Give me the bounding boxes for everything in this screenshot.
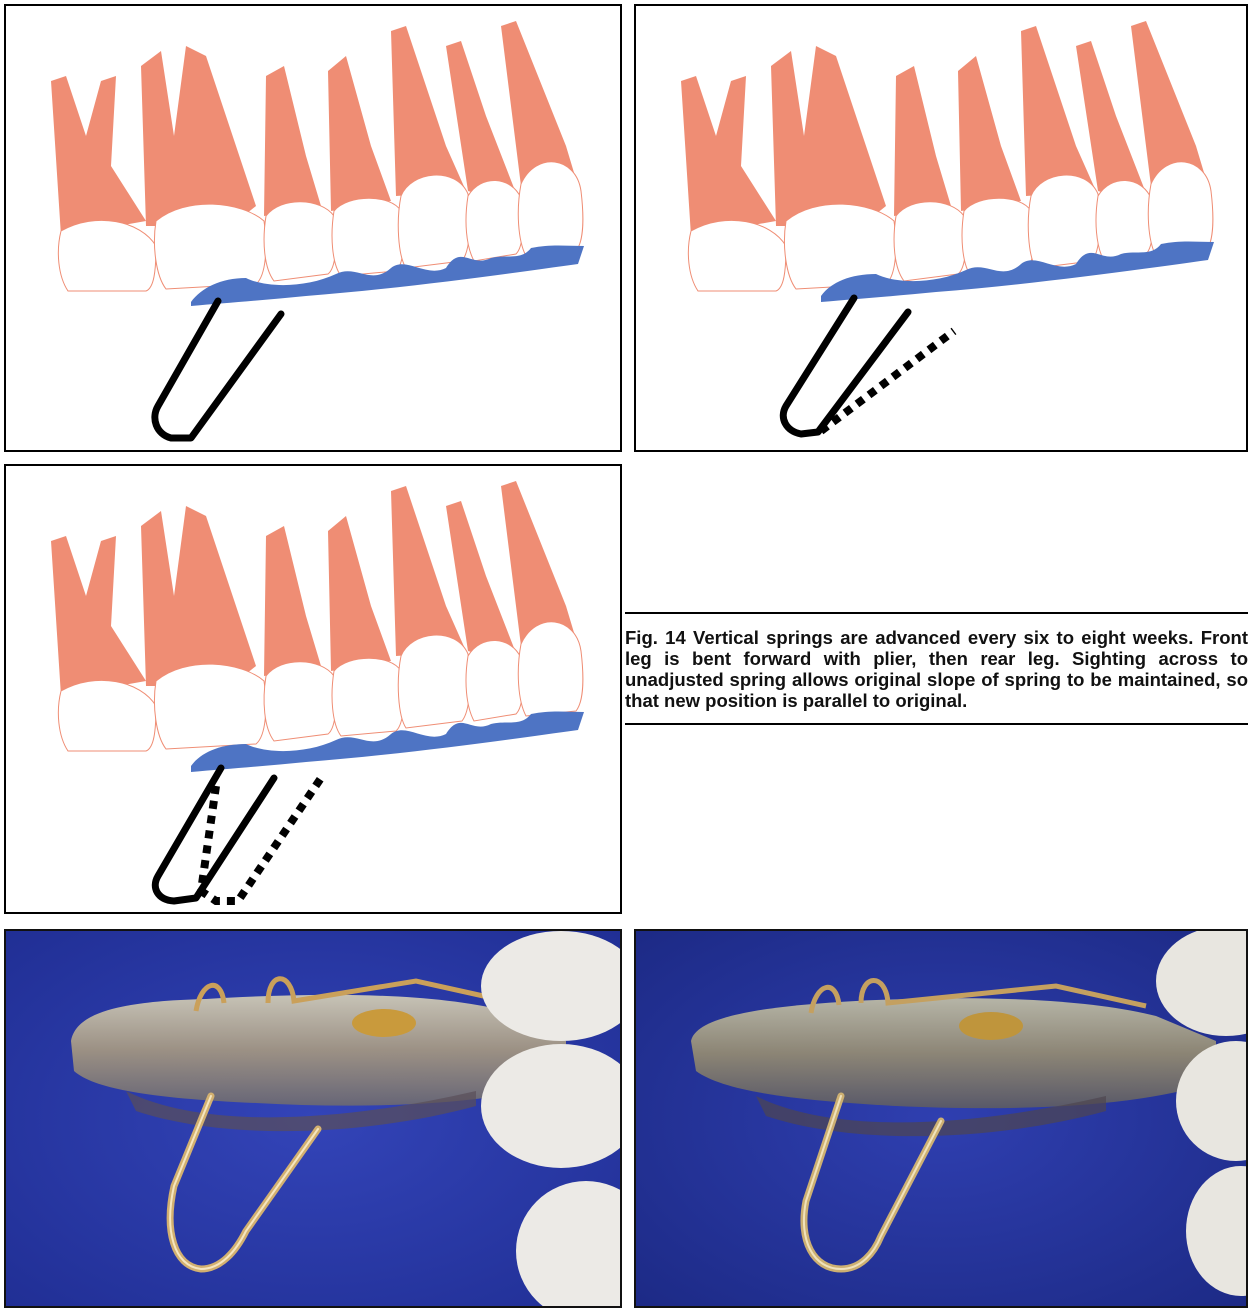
tooth-diagram — [6, 466, 620, 912]
caption-text: Fig. 14 Vertical springs are advanced ev… — [625, 627, 1248, 711]
tooth-diagram — [6, 6, 620, 450]
photo-spring-after — [634, 929, 1248, 1308]
diagram-front-leg-bent — [634, 4, 1248, 452]
gold-component — [352, 1009, 416, 1037]
diagram-original-spring — [4, 4, 622, 452]
gold-component — [959, 1012, 1023, 1040]
tooth-diagram — [636, 6, 1246, 450]
bent-leg-dotted — [821, 331, 954, 431]
figure-caption: Fig. 14 Vertical springs are advanced ev… — [625, 612, 1248, 725]
appliance-photo — [636, 931, 1246, 1306]
caption-label: Fig. 14 — [625, 627, 686, 648]
caption-body: Vertical springs are advanced every six … — [625, 627, 1248, 711]
appliance-photo — [6, 931, 620, 1306]
photo-spring-before — [4, 929, 622, 1308]
vertical-spring — [155, 301, 281, 438]
acrylic-plate — [691, 998, 1216, 1108]
diagram-rear-leg-bent — [4, 464, 622, 914]
